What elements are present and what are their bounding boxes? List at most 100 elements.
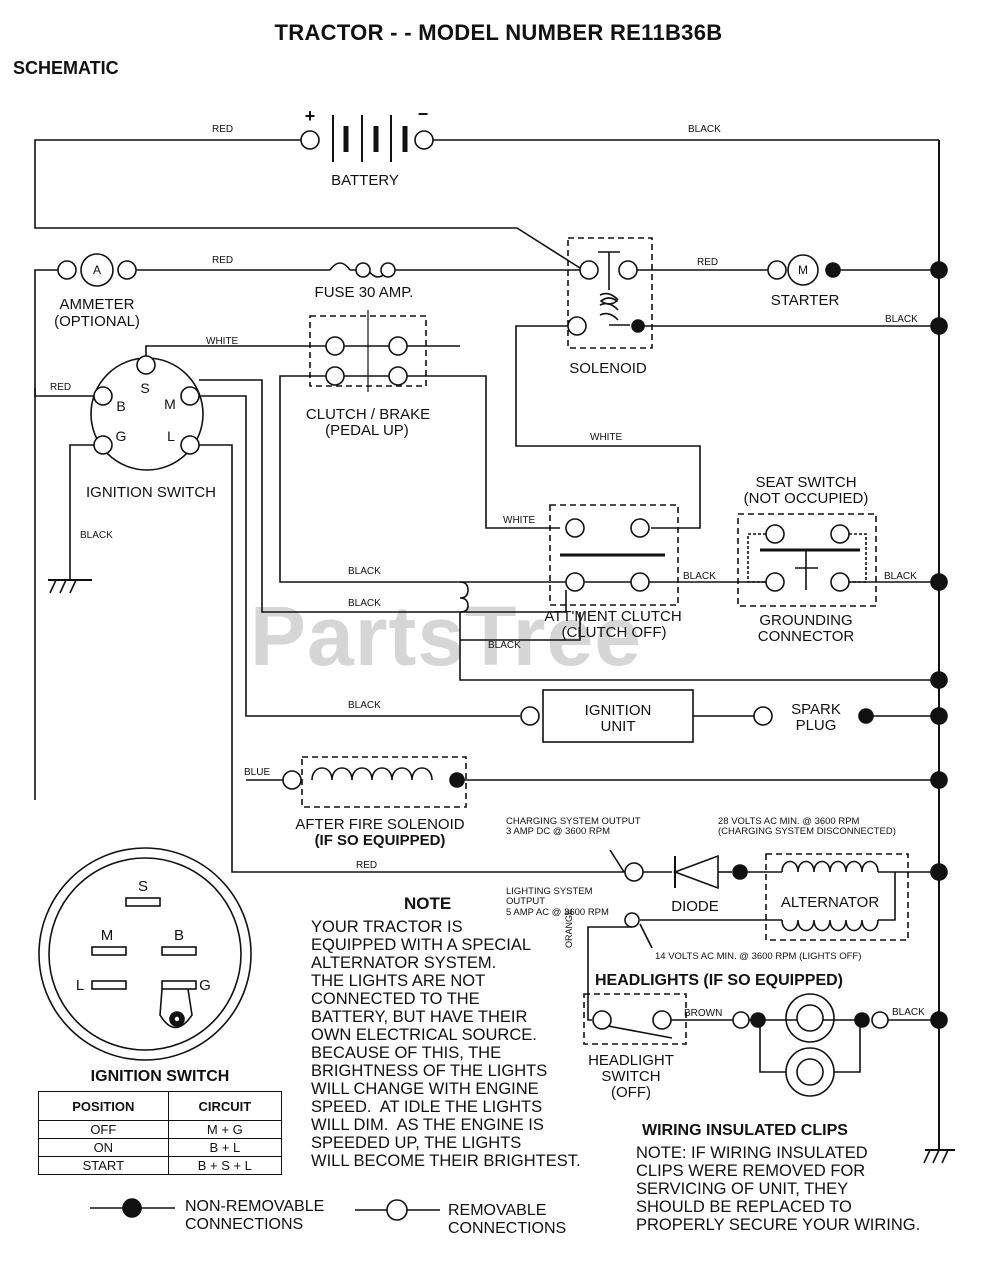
note-line: ALTERNATOR SYSTEM. [311, 954, 497, 972]
ign-s: S [140, 380, 150, 396]
legend-non-removable-1: NON-REMOVABLE [185, 1198, 325, 1215]
after-fire-label-2: (IF SO EQUIPPED) [314, 832, 446, 849]
table-row: START B + S + L [38, 1156, 283, 1175]
wire-label-white-clutch: WHITE [503, 515, 536, 526]
attm-clutch-label: ATT'MENT CLUTCH [544, 608, 682, 625]
seat-switch [737, 513, 877, 607]
legend-removable-1: REMOVABLE [448, 1202, 547, 1219]
wire-label-black-ground: BLACK [80, 530, 113, 541]
ignition-unit-label-2: UNIT [600, 718, 636, 735]
wire-label-red-b: RED [50, 382, 72, 393]
ign-m: M [164, 396, 176, 412]
starter-symbol [787, 254, 819, 286]
wire-label-brown: BROWN [684, 1008, 723, 1019]
headlight-lamp-upper [785, 993, 835, 1043]
table-cell: OFF [38, 1120, 169, 1139]
non-removable-symbol [122, 1198, 142, 1218]
note-line: BECAUSE OF THIS, THE [311, 1044, 502, 1062]
wire-label-white-solenoid: WHITE [590, 432, 623, 443]
wire-label-red-ammeter: RED [212, 255, 234, 266]
note-line: EQUIPPED WITH A SPECIAL [311, 936, 532, 954]
table-cell: ON [38, 1138, 169, 1157]
ign-b: B [116, 398, 126, 414]
wire-label-black-seat: BLACK [884, 571, 917, 582]
ignition-table: POSITION CIRCUIT OFF M + G ON B + L STAR… [38, 1091, 283, 1175]
ammeter-symbol [80, 253, 114, 287]
headlight-lamp-lower [785, 1047, 835, 1097]
detail-s: S [137, 878, 148, 895]
table-header: POSITION [38, 1091, 169, 1121]
volts14: 14 VOLTS AC MIN. @ 3600 RPM (LIGHTS OFF) [655, 951, 862, 962]
note-line: SPEED. AT IDLE THE LIGHTS [311, 1098, 543, 1116]
page-title: TRACTOR - - MODEL NUMBER RE11B36B [274, 20, 723, 45]
lighting-3: 5 AMP AC @ 3600 RPM [506, 907, 609, 918]
wire-label-black-2: BLACK [348, 598, 381, 609]
lighting-1: LIGHTING SYSTEM [506, 886, 593, 897]
clips-line: CLIPS WERE REMOVED FOR [636, 1162, 866, 1180]
wire-label-black-solenoid: BLACK [885, 314, 918, 325]
clutch-brake-state: (PEDAL UP) [325, 422, 409, 439]
legend-non-removable-2: CONNECTIONS [185, 1216, 304, 1233]
solenoid [567, 237, 653, 349]
terminal-g [161, 980, 197, 990]
after-fire-solenoid [301, 756, 467, 808]
diode-label: DIODE [671, 898, 719, 915]
clips-line: SERVICING OF UNIT, THEY [636, 1180, 849, 1198]
clips-line: NOTE: IF WIRING INSULATED [636, 1144, 868, 1162]
terminal-l [91, 980, 127, 990]
battery-minus: − [417, 104, 429, 124]
note-line: OWN ELECTRICAL SOURCE. [311, 1026, 537, 1044]
starter-letter: M [798, 263, 808, 277]
table-cell: M + G [167, 1120, 283, 1139]
table-cell: B + L [167, 1138, 283, 1157]
headlight-switch-label-3: (OFF) [611, 1084, 651, 1101]
clutch-brake-label: CLUTCH / BRAKE [305, 406, 431, 423]
detail-l: L [75, 977, 85, 994]
solenoid-label: SOLENOID [569, 360, 647, 377]
charging-output-2: 3 AMP DC @ 3600 RPM [506, 826, 610, 837]
starter-label: STARTER [770, 292, 840, 309]
note-line: YOUR TRACTOR IS [311, 918, 463, 936]
table-row: ON B + L [38, 1138, 283, 1157]
note-heading: NOTE [404, 894, 452, 913]
note-body: YOUR TRACTOR IS EQUIPPED WITH A SPECIAL … [311, 918, 581, 1170]
alternator-label: ALTERNATOR [780, 894, 880, 911]
wire-label-black-attm: BLACK [683, 571, 716, 582]
spark-plug-label: SPARK [791, 701, 841, 718]
volts28-1: 28 VOLTS AC MIN. @ 3600 RPM [718, 816, 860, 827]
note-line: CONNECTED TO THE [311, 990, 480, 1008]
after-fire-label: AFTER FIRE SOLENOID [295, 816, 465, 833]
headlight-switch-label-2: SWITCH [601, 1068, 661, 1085]
clips-heading: WIRING INSULATED CLIPS [642, 1122, 848, 1139]
detail-b: B [173, 927, 184, 944]
grounding-label: GROUNDING [759, 612, 853, 629]
clips-body: NOTE: IF WIRING INSULATED CLIPS WERE REM… [636, 1144, 920, 1234]
removable-symbol [386, 1199, 408, 1221]
wire-label-black-lamp: BLACK [892, 1007, 925, 1018]
ignition-unit-label: IGNITION [584, 702, 652, 719]
wire-label-red-starter: RED [697, 257, 719, 268]
fuse-label: FUSE 30 AMP. [314, 284, 414, 301]
terminal-b [161, 946, 197, 956]
battery-label: BATTERY [331, 172, 399, 189]
note-line: BATTERY, BUT HAVE THEIR [311, 1008, 528, 1026]
battery-plus: + [304, 106, 316, 126]
attm-clutch-state: (CLUTCH OFF) [561, 624, 667, 641]
ammeter-letter: A [92, 263, 101, 277]
note-line: SPEEDED UP, THE LIGHTS [311, 1134, 522, 1152]
clips-line: PROPERLY SECURE YOUR WIRING. [636, 1216, 921, 1234]
section-subtitle: SCHEMATIC [13, 58, 119, 78]
table-cell: B + S + L [167, 1156, 283, 1175]
alternator [765, 853, 909, 941]
seat-switch-state: (NOT OCCUPIED) [743, 490, 869, 507]
ammeter-label: AMMETER [59, 296, 135, 313]
clips-line: SHOULD BE REPLACED TO [636, 1198, 852, 1216]
legend-removable-2: CONNECTIONS [448, 1220, 567, 1237]
table-header: CIRCUIT [167, 1091, 283, 1121]
ign-l: L [167, 428, 175, 444]
seat-switch-label: SEAT SWITCH [755, 474, 857, 491]
wire-label-red-battery: RED [212, 124, 234, 135]
charging-output-1: CHARGING SYSTEM OUTPUT [506, 816, 641, 827]
ignition-switch-label: IGNITION SWITCH [86, 484, 216, 501]
